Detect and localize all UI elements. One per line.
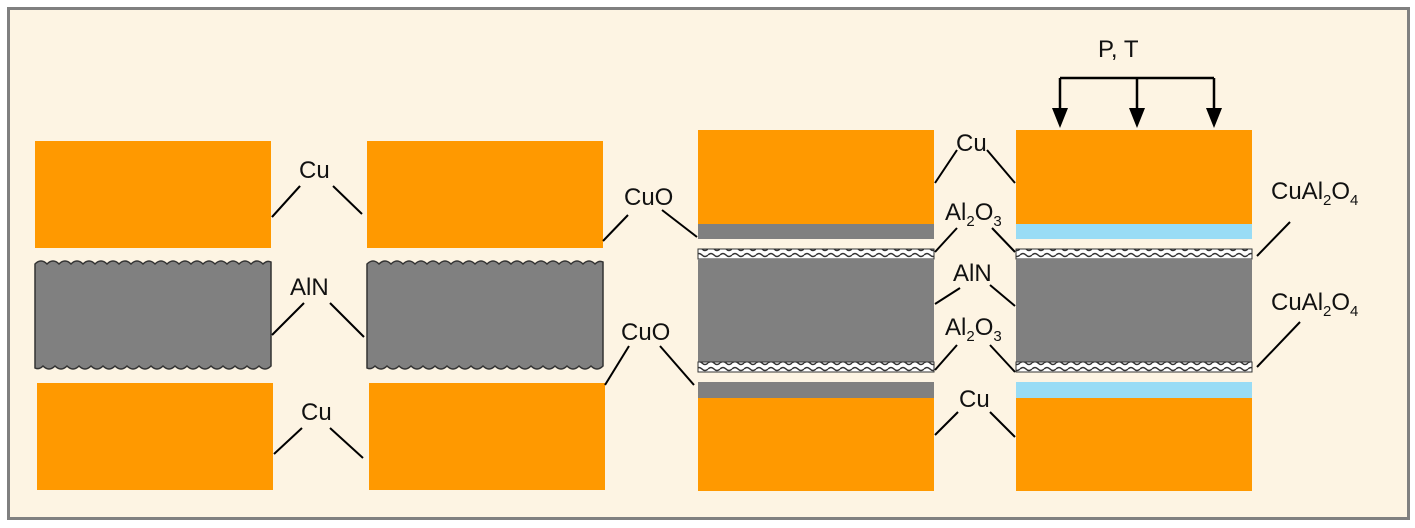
stage2-aln-substrate [366,260,604,370]
stage2-cuo-bottom-leader-b [659,345,695,386]
stage3-cu-top-leader-b [986,149,1016,184]
stage3-oxide-bottom [698,382,934,398]
arrow-head-right-icon [1206,108,1222,128]
stage1-cu-bottom-leader-a [273,427,303,455]
stage4-cual2o4-bottom-leader [1256,321,1301,368]
arrow-head-middle-icon [1129,108,1145,128]
stage1-aln-label: AlN [290,274,329,301]
stage4-cual2o4-top-label: CuAl2O4 [1271,178,1358,209]
stage-4: P, T CuAl2O4 CuAl2O4 [1015,36,1358,491]
stage3-al2o3-bottom-label: Al2O3 [945,314,1002,345]
stage3-aln-substrate [698,259,934,362]
stage4-spinel-top [1016,224,1252,239]
stage4-aln-substrate [1016,259,1252,362]
stage2-cuo-top-leader-a [602,214,629,242]
stage4-interface-bottom-film-texture [1016,362,1252,372]
stage3-al2o3-bottom-film-texture [698,362,934,372]
stage3-cu-top-leader-a [934,149,958,184]
stage3-al2o3-top-label: Al2O3 [945,199,1002,230]
stage3-oxide-top [698,224,934,239]
stage1-cu-bottom-leader-b [329,427,364,459]
pressure-arrows [1058,76,1216,112]
stage4-cual2o4-top-leader [1256,221,1291,257]
stage4-copper-bottom [1016,398,1252,491]
stage3-aln-leader-b [989,284,1016,307]
stage2-cuo-bottom-leader-a [604,345,630,386]
arrow-head-left-icon [1052,108,1068,128]
stage4-process-label: P, T [1098,36,1139,63]
stage3-al2o3-top-leader-a [934,227,958,253]
stage3-aln-leader-a [934,287,961,305]
stage2-cuo-bottom-label: CuO [621,319,670,346]
stage3-copper-bottom [698,398,934,491]
stage1-aln-substrate [34,260,272,370]
stage1-cu-top-label: Cu [299,157,330,184]
stage1-aln-leader-a [271,302,305,336]
stage2-copper-top [367,141,603,248]
stage2-copper-bottom [369,383,605,490]
stage3-copper-top [698,130,934,224]
stage3-cu-bottom-label: Cu [959,386,990,413]
stage3-aln-label: AlN [953,260,992,287]
stage2-cuo-top-label: CuO [624,184,673,211]
stage4-interface-top-film-texture [1016,249,1252,259]
stage4-spinel-bottom [1016,382,1252,398]
stage3-al2o3-bottom-leader-b [989,344,1016,373]
stage3-al2o3-top-leader-b [991,227,1016,253]
stage-3: Cu Al2O3 AlN Al2O3 Cu [697,130,1016,491]
stage3-al2o3-top-film-texture [698,249,934,259]
stage1-cu-bottom-label: Cu [301,399,332,426]
stage3-cu-top-label: Cu [956,130,987,157]
stage1-cu-top-leader-b [332,185,363,215]
stage1-copper-top [35,141,271,248]
stage1-copper-bottom [37,383,273,490]
stage3-cu-bottom-leader-a [934,411,959,436]
stage-1: Cu AlN Cu [34,141,365,490]
stage3-al2o3-bottom-leader-a [934,344,958,371]
stage3-cu-bottom-leader-b [989,411,1016,438]
stage4-cual2o4-bottom-label: CuAl2O4 [1271,289,1358,320]
stage-2: CuO CuO [366,141,698,490]
stage4-copper-top [1016,130,1252,224]
stage2-cuo-top-leader-b [661,209,698,238]
stage1-cu-top-leader-a [271,185,301,218]
stage1-aln-leader-b [329,302,365,338]
